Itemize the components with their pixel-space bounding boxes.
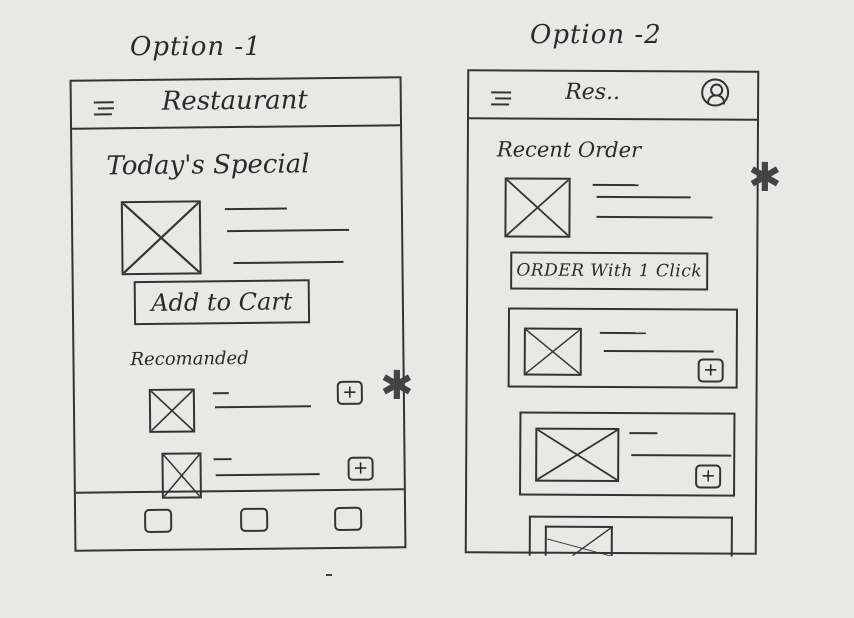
add-item-button[interactable]: + [695,464,722,489]
recommended-item-image [161,452,202,499]
star-mark-icon: ✱ [380,363,414,409]
order-one-click-button[interactable]: ORDER With 1 Click [510,251,709,291]
description-line [212,392,229,395]
card-image [544,525,613,557]
recommended-item-image [148,388,196,433]
option-2-title: Option -2 [530,20,662,50]
app-title: Restaurant [161,85,309,117]
sketch-mark [326,574,332,576]
option-1-phone-frame: Restaurant Today's Special Add to Cart R… [69,76,407,552]
description-line [631,454,732,457]
option-2-phone-frame: Res.. Recent Order ORDER With 1 Click + … [464,69,760,557]
recommended-heading: Recomanded [130,347,249,371]
description-line [599,331,646,335]
special-image-placeholder [120,200,202,276]
nav-icon-1[interactable] [144,508,173,533]
add-to-cart-button[interactable]: Add to Cart [133,279,311,326]
option-1-title: Option -1 [130,32,262,62]
app-bar: Restaurant [71,78,401,130]
description-line [596,195,691,199]
order-card[interactable]: + [519,411,736,497]
nav-icon-2[interactable] [240,507,269,532]
description-line [214,405,311,409]
add-item-button[interactable]: + [347,456,374,481]
description-line [213,458,232,461]
star-mark-icon: ✱ [748,155,782,201]
order-card[interactable] [528,515,733,557]
description-line [227,228,350,233]
hamburger-menu-icon[interactable] [93,97,114,117]
card-image [523,327,582,376]
todays-special-heading: Today's Special [106,149,310,182]
card-image [535,427,620,483]
add-item-button[interactable]: + [336,380,363,405]
description-line [215,473,320,477]
app-bar: Res.. [469,71,758,121]
description-line [592,183,639,187]
profile-icon[interactable] [701,78,730,107]
bottom-navigation [75,488,405,550]
description-line [596,215,713,219]
recent-order-image [504,177,571,238]
description-line [629,432,658,435]
app-title: Res.. [565,79,621,106]
description-line [224,207,287,211]
hamburger-menu-icon[interactable] [491,87,512,107]
description-line [233,260,344,265]
add-item-button[interactable]: + [697,358,724,383]
recent-order-heading: Recent Order [496,137,642,163]
nav-icon-3[interactable] [334,506,363,532]
description-line [603,349,714,353]
order-card[interactable]: + [507,307,739,389]
